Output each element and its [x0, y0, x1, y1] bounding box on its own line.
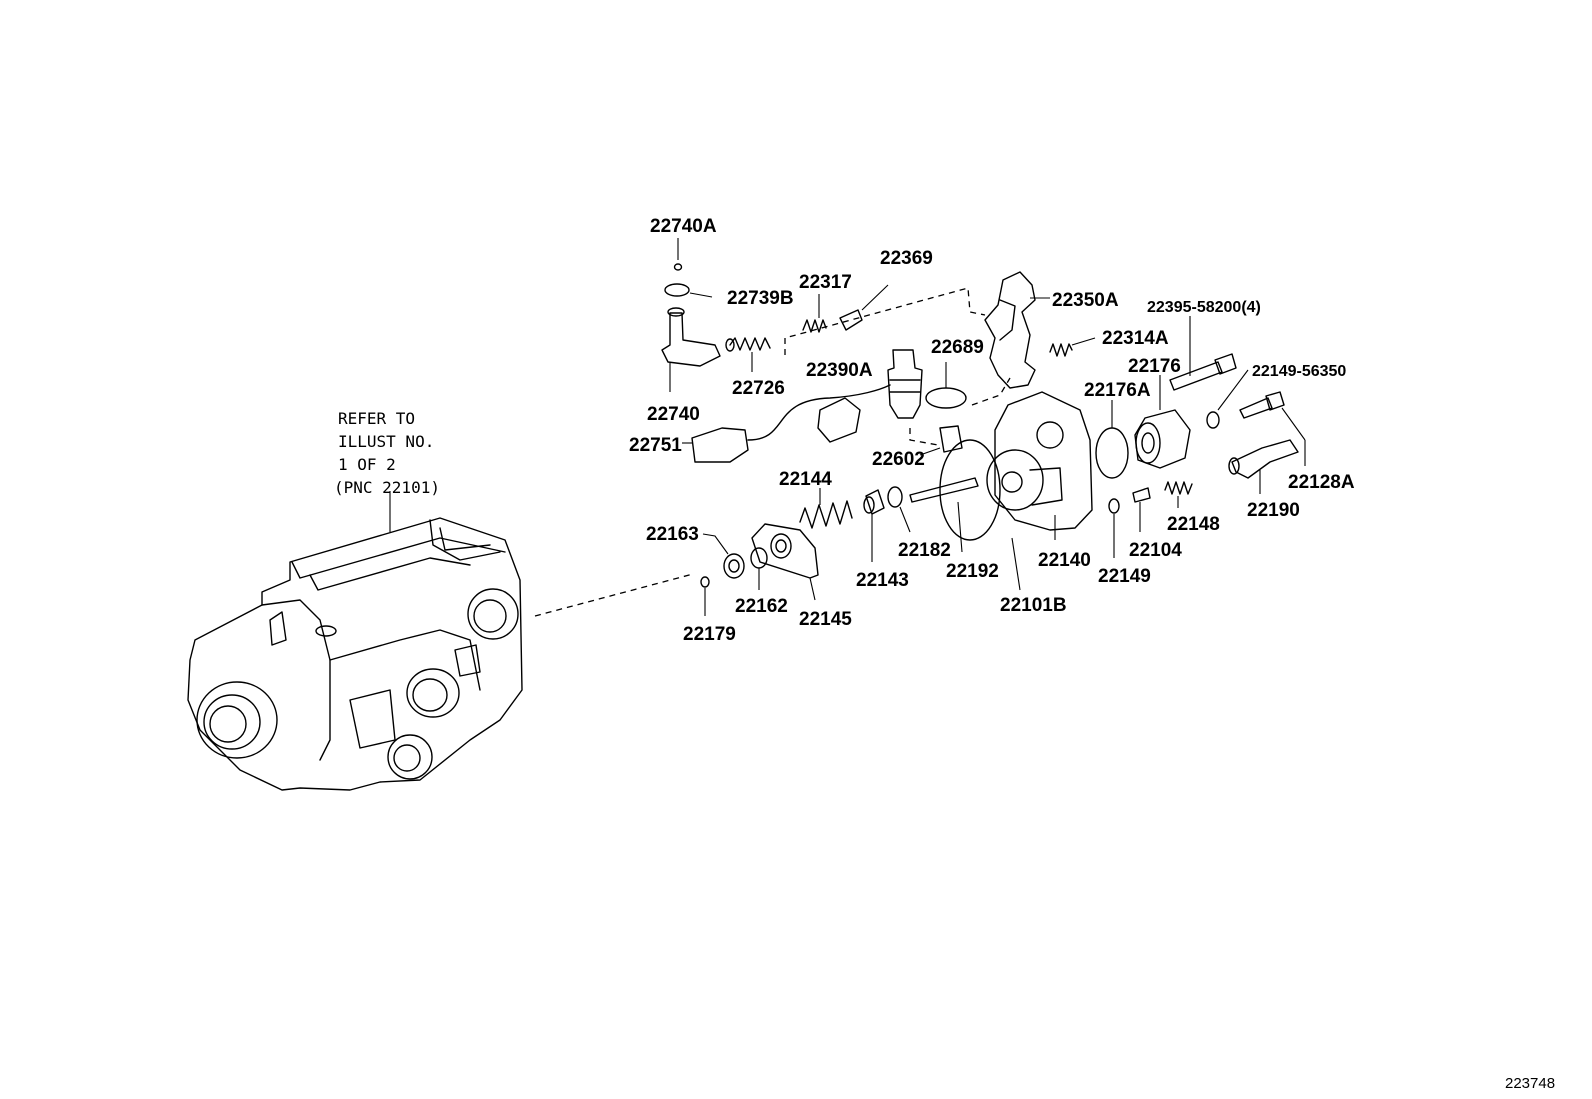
part-22314A-spring — [1049, 337, 1096, 357]
part-22128A-bolt — [1239, 391, 1306, 466]
part-22176-valve — [1134, 375, 1191, 469]
reference-note-line-4: (PNC 22101) — [334, 478, 440, 497]
part-22140-head — [986, 391, 1093, 540]
label-22740[interactable]: 22740 — [647, 404, 700, 425]
part-labels: 22740A 22739B 22317 22369 22350A 22395-5… — [629, 216, 1355, 645]
part-22144-spring — [799, 488, 853, 529]
part-22602-filter — [919, 425, 963, 456]
label-22739B[interactable]: 22739B — [727, 288, 794, 309]
linkage-dashed-line — [784, 287, 986, 355]
label-22317[interactable]: 22317 — [799, 272, 852, 293]
label-22145[interactable]: 22145 — [799, 609, 852, 630]
label-22350A[interactable]: 22350A — [1052, 290, 1119, 311]
label-22176[interactable]: 22176 — [1128, 356, 1181, 377]
label-22143[interactable]: 22143 — [856, 570, 909, 591]
label-22163[interactable]: 22163 — [646, 524, 699, 545]
pump-housing-illustration — [187, 517, 523, 791]
part-22689-oring — [925, 362, 967, 409]
label-22395-58200-4[interactable]: 22395-58200(4) — [1147, 299, 1261, 316]
part-22179-ring — [700, 576, 710, 616]
label-22148[interactable]: 22148 — [1167, 514, 1220, 535]
part-22148-spring — [1164, 481, 1193, 508]
part-22143-spacer — [863, 489, 885, 562]
label-22390A[interactable]: 22390A — [806, 360, 873, 381]
reference-note-line-1: REFER TO — [338, 409, 415, 428]
part-22740A-ring — [673, 238, 683, 271]
label-22162[interactable]: 22162 — [735, 596, 788, 617]
part-22149-washer — [1108, 498, 1120, 558]
part-22726-spring — [725, 337, 771, 372]
part-22162-washer — [750, 547, 768, 590]
label-22369[interactable]: 22369 — [880, 248, 933, 269]
figure-number: 223748 — [1505, 1075, 1555, 1092]
label-22176A[interactable]: 22176A — [1084, 380, 1151, 401]
label-22149-56350[interactable]: 22149-56350 — [1252, 363, 1346, 380]
part-22176A-oring — [1095, 400, 1129, 479]
label-22128A[interactable]: 22128A — [1288, 472, 1355, 493]
part-22145-plate — [751, 523, 819, 601]
part-22740-lever — [661, 307, 721, 392]
label-22740A[interactable]: 22740A — [650, 216, 717, 237]
label-22192[interactable]: 22192 — [946, 561, 999, 582]
part-22739B-oring — [664, 283, 713, 298]
part-22350A-lever — [984, 271, 1050, 389]
part-22190-fitting — [1228, 439, 1299, 494]
part-22163-seal — [702, 533, 745, 579]
label-22101B[interactable]: 22101B — [1000, 595, 1067, 616]
part-22390A-solenoid — [887, 349, 923, 419]
label-22182[interactable]: 22182 — [898, 540, 951, 561]
part-22101B-gasket — [939, 439, 1021, 591]
label-22602[interactable]: 22602 — [872, 449, 925, 470]
part-22751-connector — [682, 384, 891, 463]
label-22190[interactable]: 22190 — [1247, 500, 1300, 521]
reference-note-line-2: ILLUST NO. — [338, 432, 434, 451]
label-22104[interactable]: 22104 — [1129, 540, 1182, 561]
label-22751[interactable]: 22751 — [629, 435, 682, 456]
part-22182-washer — [887, 486, 911, 533]
assembly-dashed-line — [534, 573, 694, 617]
part-22104-plug — [1132, 487, 1151, 532]
label-22149[interactable]: 22149 — [1098, 566, 1151, 587]
reference-note-line-3: 1 OF 2 — [338, 455, 396, 474]
label-22179[interactable]: 22179 — [683, 624, 736, 645]
part-22317-spring — [802, 294, 827, 333]
part-22395-bolt — [1169, 316, 1237, 391]
solenoid-dashed-line — [909, 428, 939, 446]
part-22149-56350-washer — [1206, 369, 1249, 429]
label-22314A[interactable]: 22314A — [1102, 328, 1169, 349]
part-22369-pin — [839, 284, 889, 331]
label-22726[interactable]: 22726 — [732, 378, 785, 399]
reference-note: REFER TO ILLUST NO. 1 OF 2 (PNC 22101) — [334, 409, 440, 497]
label-22689[interactable]: 22689 — [931, 337, 984, 358]
label-22144[interactable]: 22144 — [779, 469, 832, 490]
label-22140[interactable]: 22140 — [1038, 550, 1091, 571]
part-22192-shaft — [909, 477, 979, 553]
